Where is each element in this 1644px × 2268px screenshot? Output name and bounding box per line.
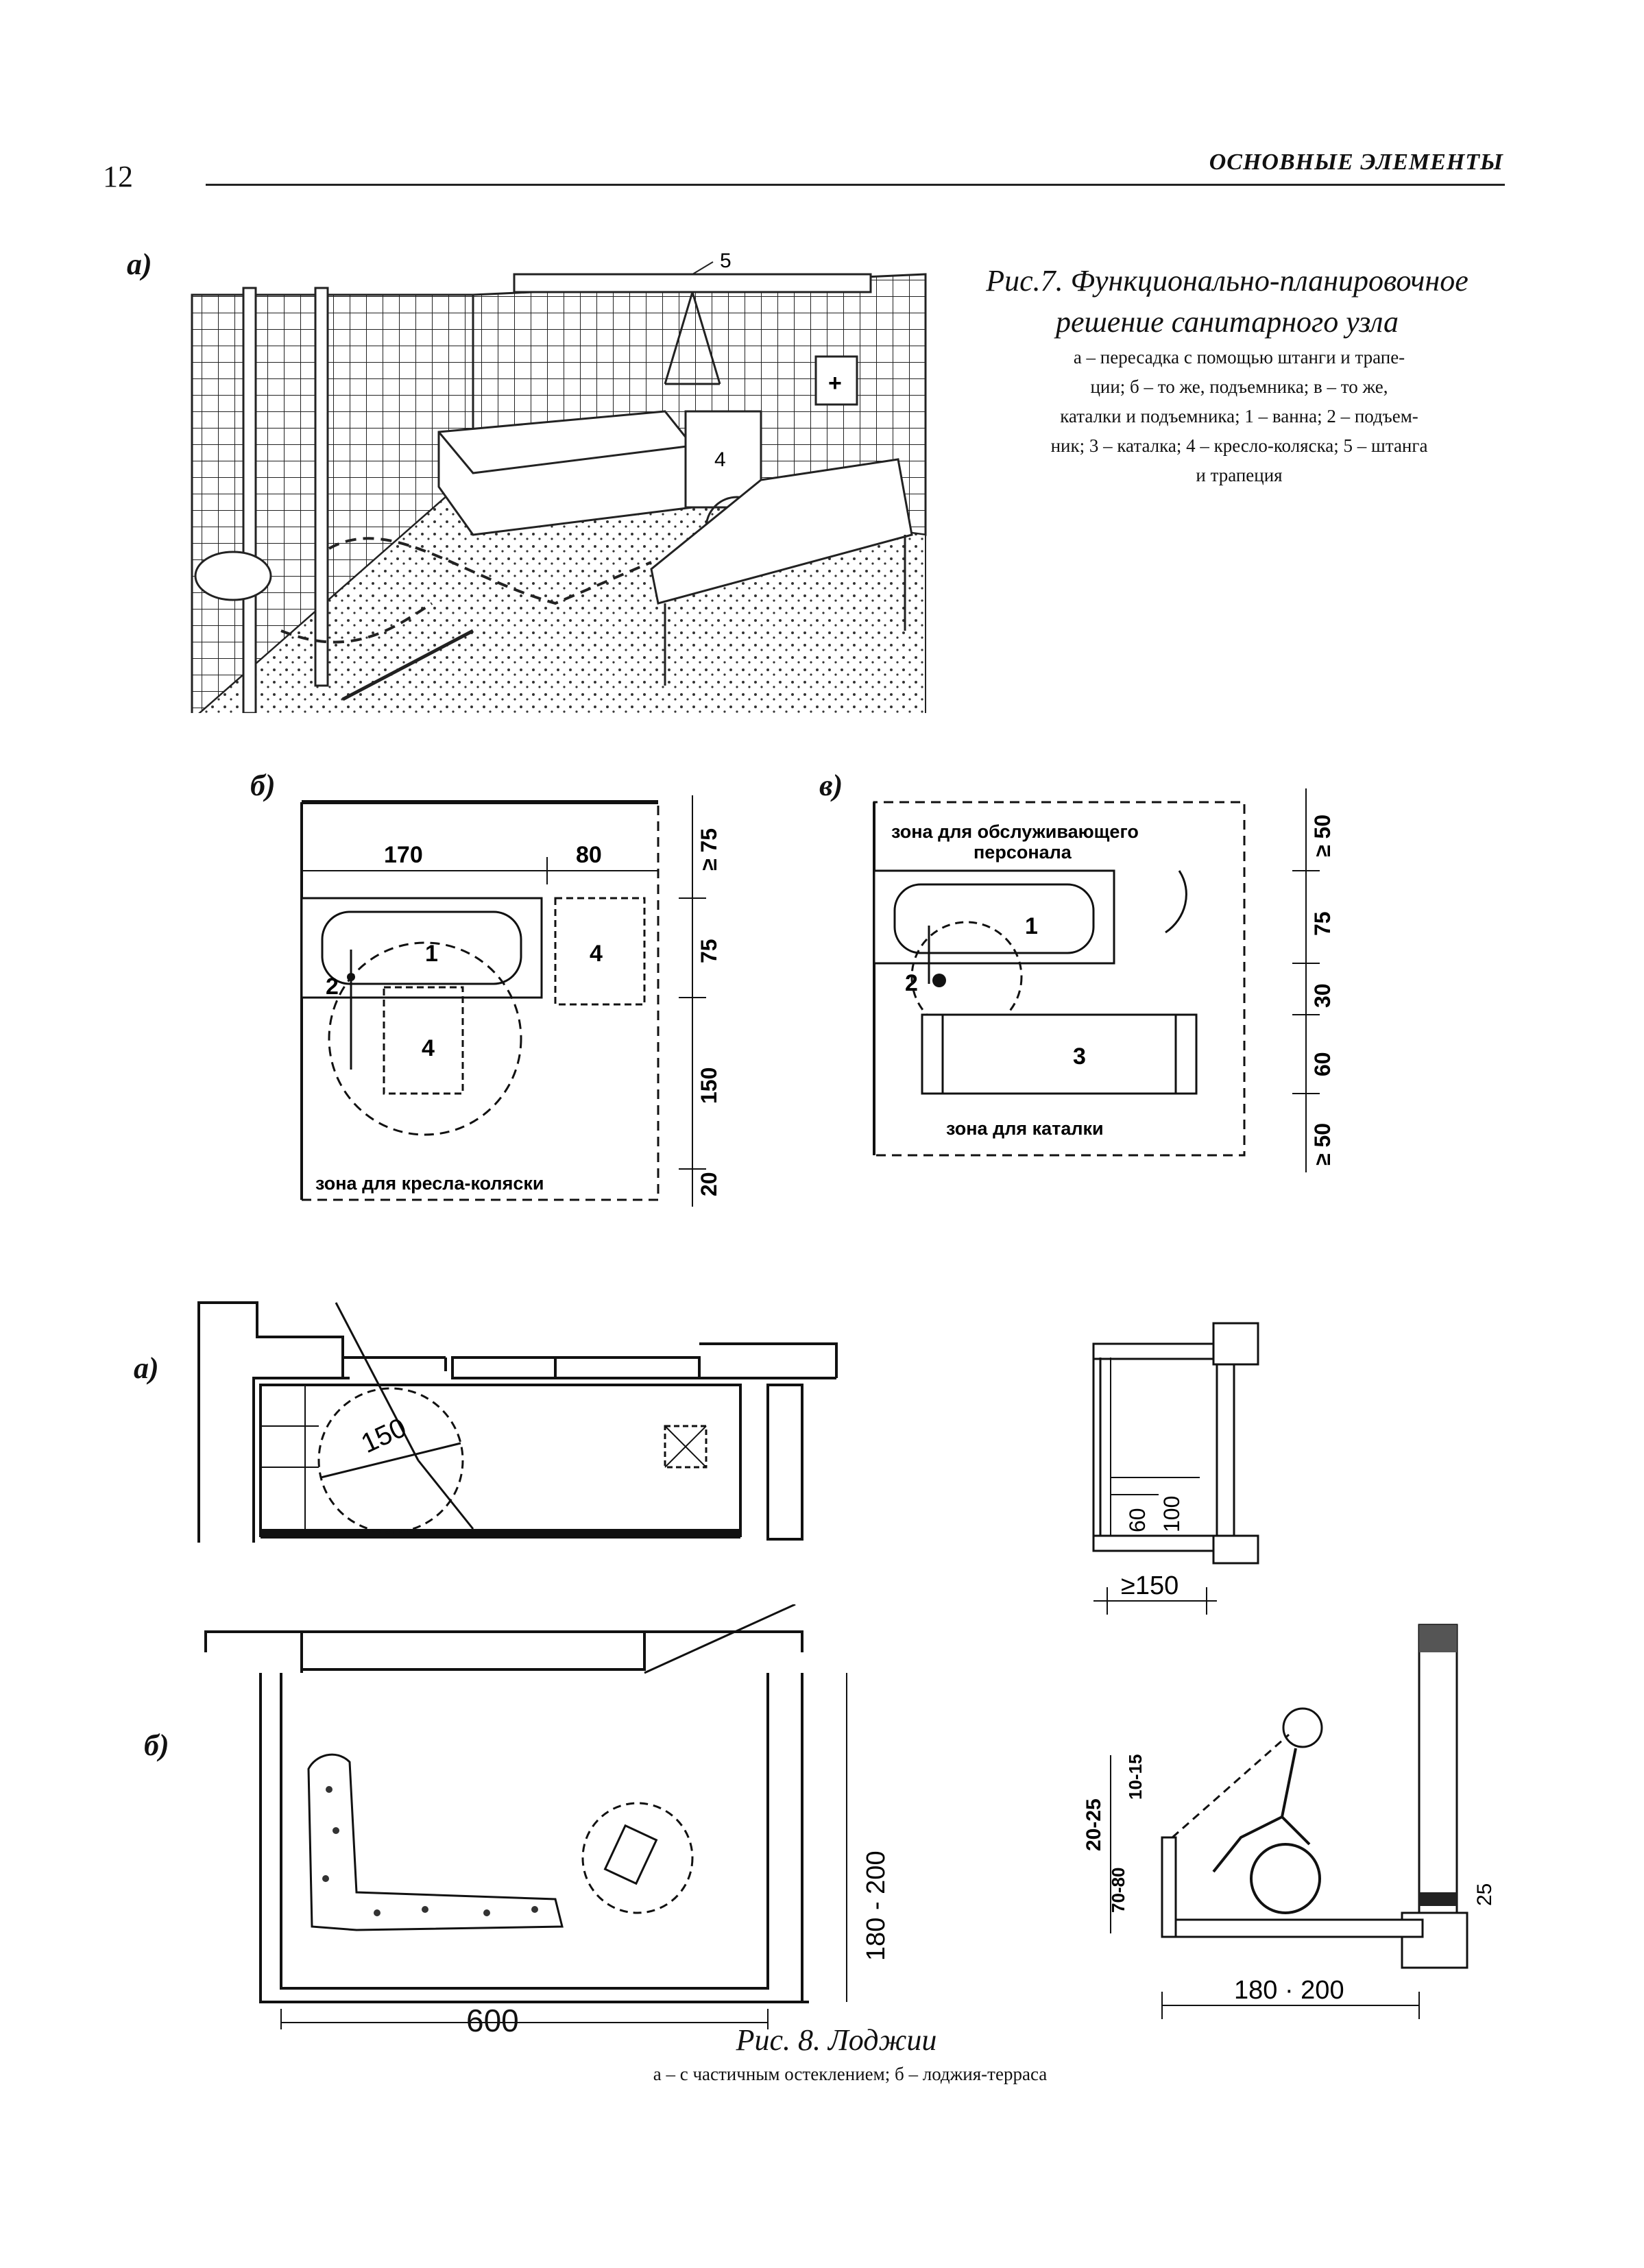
- figure7-caption-line5: и трапеция: [1196, 465, 1283, 485]
- figure7-title-line2: решение санитарного узла: [1056, 305, 1399, 339]
- dim-60: 60: [1125, 1508, 1150, 1532]
- zone-wheelchair: зона для кресла-коляски: [315, 1173, 544, 1194]
- first-aid-box: [814, 355, 858, 406]
- fig7-panel-a-label: а): [127, 248, 152, 281]
- dim-20-25: 20-25: [1083, 1798, 1105, 1851]
- figure7-caption: а – пересадка с помощью штанги и трапе- …: [963, 343, 1515, 490]
- item-3: 3: [1073, 1043, 1086, 1070]
- pipe: [242, 287, 257, 713]
- header-rule: [206, 184, 1505, 186]
- page-number: 12: [103, 160, 133, 193]
- item-1: 1: [425, 941, 438, 967]
- fig8a-plan: 150: [197, 1301, 838, 1543]
- figure8-title: Рис. 8. Лоджии: [736, 2023, 937, 2057]
- dim-60: 60: [1310, 1052, 1335, 1076]
- cross-sign: +: [828, 370, 842, 396]
- fig8a-section: 60 100 ≥150: [1092, 1322, 1259, 1615]
- dim-180-200-vertical: 180 - 200: [862, 1850, 891, 1961]
- figure7-title-line1: Рис.7. Функционально-планировочное: [986, 264, 1468, 298]
- figure7-caption-line1: а – пересадка с помощью штанги и трапе-: [1073, 347, 1405, 367]
- person-head: [1282, 1707, 1323, 1748]
- zone-staff-2: персонала: [974, 842, 1072, 862]
- fig7a-bathroom-sketch: 5 4 +: [191, 250, 927, 713]
- zone-staff-1: зона для обслуживающего: [891, 821, 1139, 842]
- wheelchair-parked: [554, 897, 646, 1006]
- dim-180-200-bottom: 180 · 200: [1234, 1976, 1344, 2005]
- parapet: [1161, 1836, 1177, 1938]
- dim-150: 150: [697, 1067, 721, 1104]
- item-4b: 4: [422, 1035, 435, 1061]
- running-title: ОСНОВНЫЕ ЭЛЕМЕНТЫ: [1209, 149, 1503, 175]
- dim-ge150: ≥150: [1121, 1571, 1178, 1600]
- turning-circle: [317, 1387, 464, 1534]
- marker-4: 4: [714, 448, 726, 471]
- fig7-panel-v-label: в): [819, 769, 843, 802]
- figure8-caption: а – с частичным остеклением; б – лоджия-…: [653, 2064, 1048, 2084]
- gurney: [650, 458, 913, 605]
- wheelchair-circle: [581, 1802, 694, 1914]
- dim-10-15: 10-15: [1125, 1754, 1146, 1800]
- figure7-caption-line3: каталки и подъемника; 1 – ванна; 2 – под…: [1060, 406, 1418, 426]
- item-4a: 4: [590, 941, 603, 967]
- marker-5: 5: [720, 250, 732, 272]
- figure7-caption-line4: ник; 3 – каталка; 4 – кресло-коляска; 5 …: [1050, 435, 1428, 456]
- bar: [513, 273, 872, 293]
- pipe: [314, 287, 329, 687]
- dim-ge50-bot: ≥ 50: [1310, 1123, 1335, 1166]
- turning-circle: [328, 941, 522, 1136]
- dim-170: 170: [384, 842, 423, 868]
- fig7v-plan: зона для обслуживающего персонала 1 2 3 …: [873, 788, 1335, 1172]
- fig8-plan-a-label: а): [134, 1351, 159, 1385]
- gurney: [921, 1013, 1198, 1095]
- dim-30: 30: [1310, 983, 1335, 1008]
- toilet: [194, 551, 272, 601]
- fig8b-section: 20-25 10-15 70-80 25 180 · 200: [1083, 1624, 1496, 2019]
- dim-75: 75: [1310, 911, 1335, 936]
- dim-25: 25: [1473, 1883, 1496, 1906]
- dim-20: 20: [697, 1172, 721, 1196]
- dim-600: 600: [466, 2003, 519, 2038]
- planter: [307, 1753, 564, 1931]
- dim-80: 80: [576, 842, 602, 868]
- fig8-plan-b-label: б): [144, 1728, 169, 1762]
- fig7-panel-b-label: б): [250, 769, 276, 802]
- dim-100: 100: [1159, 1496, 1184, 1532]
- wheelchair-wheel: [1250, 1843, 1321, 1914]
- fig8b-plan: 180 - 200: [204, 1604, 891, 2029]
- zone-gurney: зона для каталки: [946, 1118, 1104, 1139]
- item-1: 1: [1025, 913, 1038, 939]
- dim-150: 150: [356, 1412, 411, 1459]
- dim-ge75: ≥ 75: [697, 828, 721, 871]
- item-2: 2: [326, 974, 339, 1000]
- dim-70-80: 70-80: [1108, 1868, 1128, 1914]
- dim-75: 75: [697, 939, 721, 963]
- figure7-caption-line2: ции; б – то же, подъемника; в – то же,: [1090, 376, 1388, 397]
- fig7b-plan: 170 80 1 4 2 4 зона для кресла-коляски ≥…: [300, 795, 721, 1207]
- figure7-title: Рис.7. Функционально-планировочное решен…: [939, 261, 1515, 343]
- dim-ge50-top: ≥ 50: [1310, 815, 1335, 857]
